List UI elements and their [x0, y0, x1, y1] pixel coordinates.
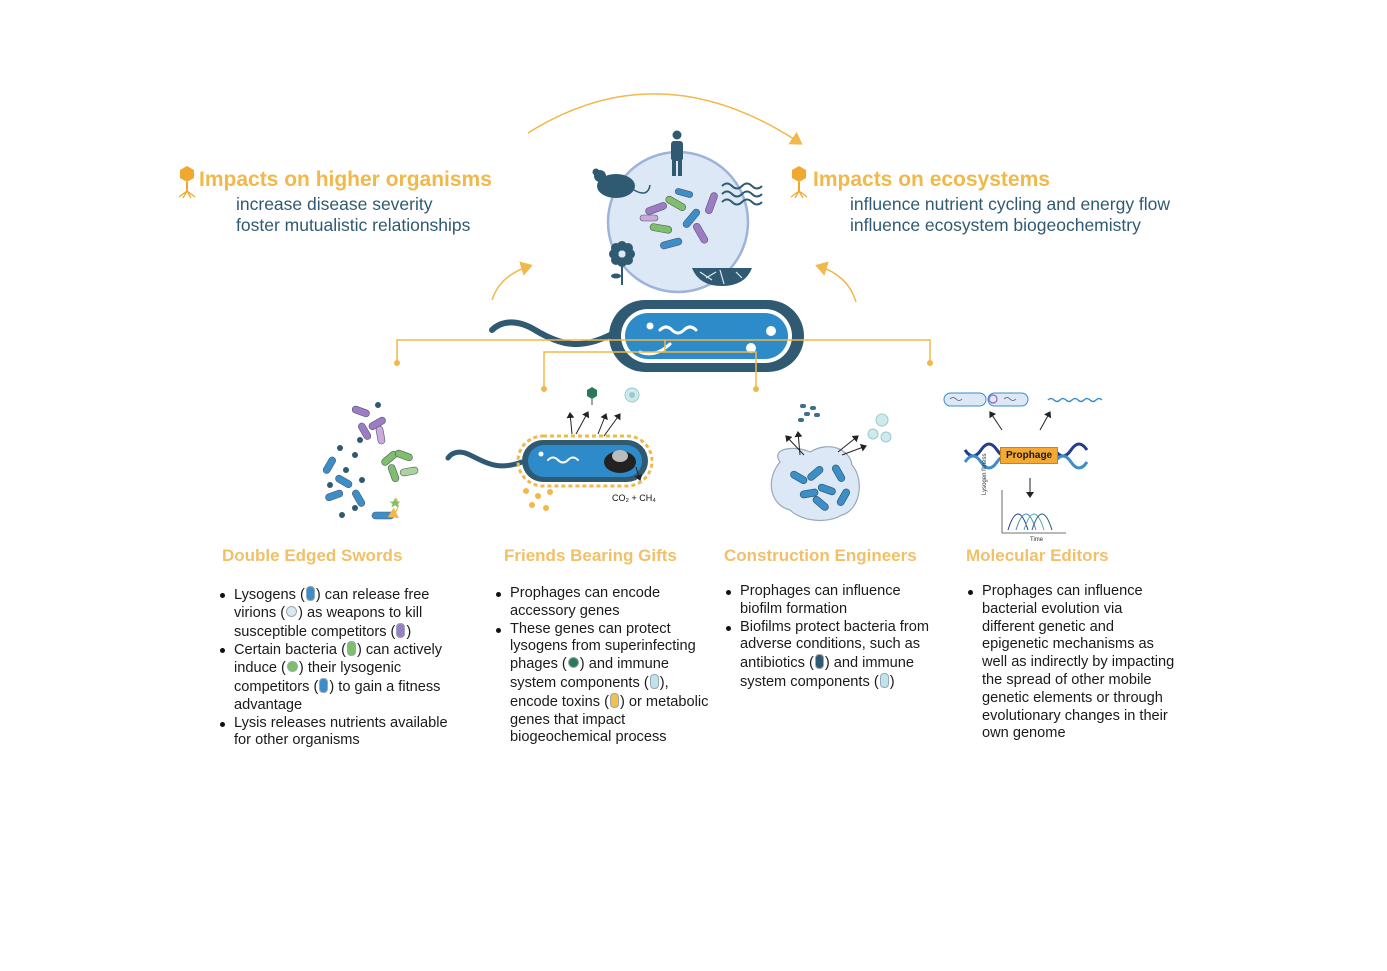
antibiotic-icon [814, 654, 824, 670]
col-2-bullet-1: Prophages can encode accessory genes [496, 585, 715, 621]
water-icon [721, 182, 763, 206]
phage-icon-left [178, 166, 196, 199]
col-title-double-edged-swords: Double Edged Swords [222, 546, 403, 565]
virion-icon [286, 605, 298, 617]
ecosystems-line-2: influence ecosystem biogeochemistry [850, 215, 1141, 235]
mouse-icon [592, 168, 651, 198]
double-edged-swords-graphic [322, 402, 419, 520]
biofilm-icon [770, 404, 892, 522]
col-1-bullet-3: Lysis releases nutrients available for o… [220, 714, 448, 749]
lysogenic-competitor-icon [319, 677, 329, 693]
col-2-bullets: Prophages can encode accessory genes The… [494, 585, 715, 747]
col-3-bullet-1: Prophages can influence biofilm formatio… [726, 583, 940, 619]
gases-label: CO₂ + CH₄ [612, 493, 656, 503]
col-title-construction-engineers: Construction Engineers [724, 546, 917, 565]
main-bacterium-icon [489, 300, 804, 372]
flower-icon [609, 241, 635, 285]
lysogen-icon [305, 586, 315, 601]
graph-y-label: Lysogen fitness [982, 453, 988, 495]
molecular-editors-graphic [943, 392, 1103, 534]
competitor-icon [396, 622, 406, 638]
superinfecting-phage-icon [567, 657, 579, 669]
ecosystem-circle [606, 150, 750, 294]
col-1-bullet-2: Certain bacteria () can actively induce … [220, 641, 449, 714]
col-title-friends-bearing-gifts: Friends Bearing Gifts [504, 546, 677, 565]
col-3-bullets: Prophages can influence biofilm formatio… [724, 583, 940, 692]
bacteria-icon [346, 641, 356, 657]
col-4-bullet-1: Prophages can influence bacterial evolut… [968, 583, 1177, 743]
toxin-icon [609, 692, 619, 708]
immune-system-icon [879, 672, 889, 688]
higher-organisms-line-1: increase disease severity [236, 194, 433, 214]
higher-organisms-line-2: foster mutualistic relationships [236, 215, 471, 235]
friends-bearing-gifts-graphic [445, 387, 654, 511]
prophage-label: Prophage [1000, 447, 1059, 464]
immune-component-icon [649, 673, 659, 689]
phage-icon-right [790, 166, 808, 199]
col-1-bullet-1: Lysogens () can release free virions () … [220, 586, 449, 641]
ecosystems-title: Impacts on ecosystems [813, 168, 1050, 191]
col-title-molecular-editors: Molecular Editors [966, 546, 1109, 565]
col-4-bullets: Prophages can influence bacterial evolut… [966, 583, 1177, 743]
human-icon [671, 130, 683, 176]
ecosystems-line-1: influence nutrient cycling and energy fl… [850, 194, 1171, 214]
fitness-graph-icon [1001, 490, 1066, 534]
soil-icon [692, 268, 752, 286]
top-curve-arrow [527, 93, 803, 145]
graph-x-label: Time [1030, 537, 1044, 543]
induce-icon [286, 661, 298, 673]
col-2-bullet-2: These genes can protect lysogens from su… [496, 621, 715, 748]
right-up-arrow [815, 261, 857, 303]
left-up-arrow [491, 261, 533, 301]
connector-lines [396, 339, 931, 388]
higher-organisms-title: Impacts on higher organisms [199, 168, 492, 191]
col-3-bullet-2: Biofilms protect bacteria from adverse c… [726, 619, 940, 692]
col-1-bullets: Lysogens () can release free virions () … [218, 586, 449, 750]
